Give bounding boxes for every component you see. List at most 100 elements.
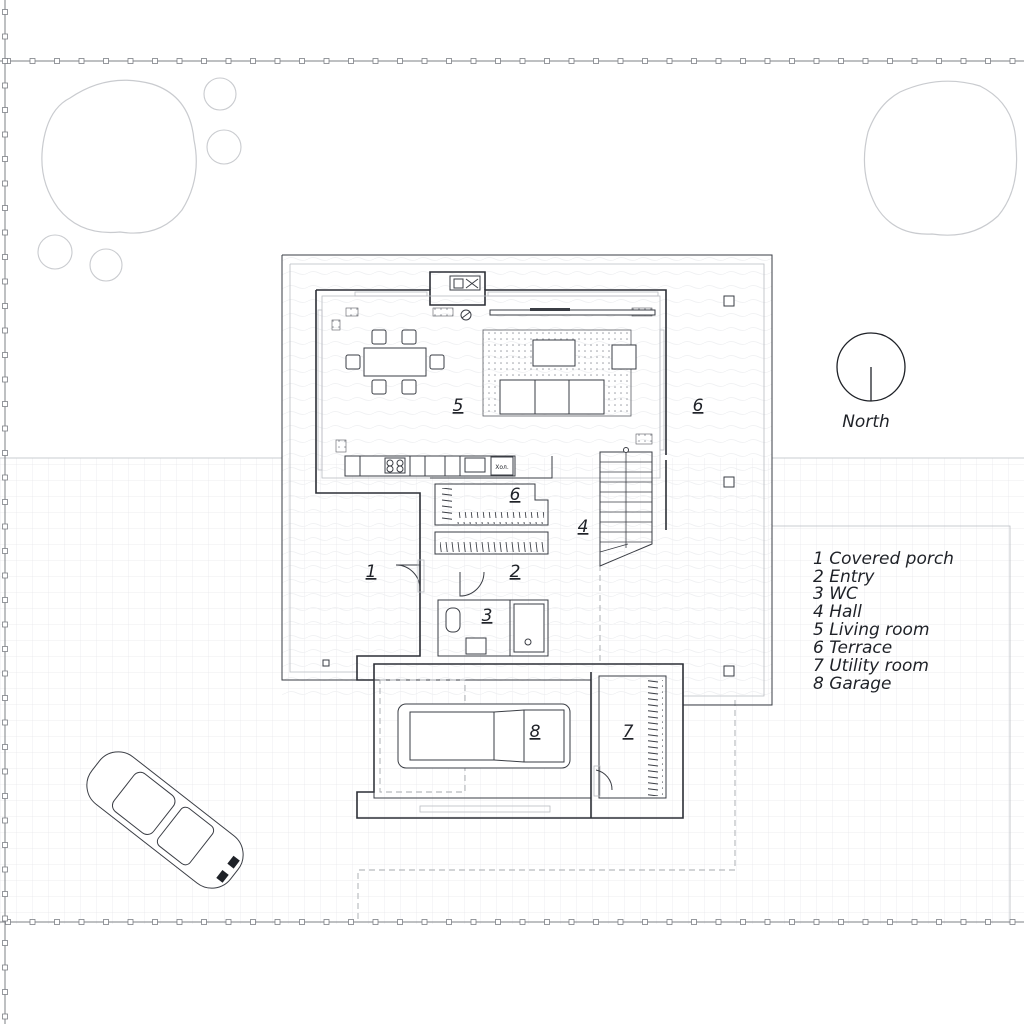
fence-post: [323, 58, 330, 64]
terrace-outline: [281, 254, 773, 706]
fence-post: [862, 58, 869, 64]
fence-post: [2, 450, 8, 456]
fence-post: [862, 919, 869, 925]
dining-table: [345, 329, 445, 395]
fence-post: [2, 303, 8, 309]
fence-top: [0, 58, 1024, 64]
fence-post: [838, 919, 844, 925]
fence-post: [715, 58, 722, 64]
north-label: North: [842, 412, 890, 432]
fence-post: [887, 919, 893, 925]
fence-post: [666, 58, 673, 64]
fence-post: [2, 82, 8, 89]
fence-post: [2, 425, 8, 432]
fence-post: [960, 58, 967, 64]
fence-post: [274, 919, 281, 925]
fence-post: [2, 352, 8, 358]
tree-small: [37, 77, 242, 282]
fence-post: [789, 58, 795, 64]
fence-post: [2, 523, 8, 530]
fence-post: [2, 768, 8, 775]
room-number-5: 5: [453, 396, 464, 416]
room-number-1: 1: [366, 562, 377, 582]
fence-post: [152, 58, 158, 64]
fence-post: [127, 58, 134, 64]
fence-post: [397, 919, 403, 925]
fence-post: [2, 156, 8, 162]
fence-post: [2, 964, 8, 971]
fireplace: [449, 275, 481, 321]
legend-item: 7 Utility room: [813, 656, 929, 676]
fence-post: [2, 793, 8, 799]
fence-post: [225, 919, 232, 925]
fence-post: [2, 646, 8, 652]
fence-post: [936, 58, 942, 64]
fence-post: [789, 919, 795, 925]
staircase: [599, 447, 653, 567]
legend-item: 4 Hall: [813, 602, 862, 622]
fence-post: [642, 58, 648, 64]
legend-item: 5 Living room: [813, 620, 930, 640]
fence-post: [348, 919, 354, 925]
fence-post: [2, 229, 8, 236]
legend-item: 1 Covered porch: [813, 549, 954, 569]
fence-post: [960, 919, 967, 925]
fence-post: [2, 401, 8, 407]
legend-item: 6 Terrace: [813, 638, 892, 658]
fence-post: [2, 670, 8, 677]
fence-post: [250, 58, 256, 64]
fence-post: [2, 597, 8, 603]
fence-post: [225, 58, 232, 64]
fence-post: [397, 58, 403, 64]
fence-post: [887, 58, 893, 64]
fence-post: [2, 499, 8, 505]
fence-post: [568, 58, 575, 64]
fence-post: [274, 58, 281, 64]
fence-post: [2, 376, 8, 383]
fence-post: [985, 919, 991, 925]
fence-post: [642, 919, 648, 925]
fence-post: [617, 58, 624, 64]
fence-post: [421, 919, 428, 925]
fence-post: [764, 919, 771, 925]
legend-item: 8 Garage: [813, 674, 891, 694]
tree-large-left: [41, 79, 197, 234]
fence-post: [2, 1013, 8, 1020]
fence-post: [495, 919, 501, 925]
fence-post: [936, 919, 942, 925]
fence-post: [2, 205, 8, 211]
wc-room: [437, 599, 549, 657]
fence-post: [2, 842, 8, 848]
fence-post: [446, 919, 452, 925]
room-number-2: 2: [510, 562, 521, 582]
living-furniture: [482, 308, 656, 417]
fence-post: [813, 919, 820, 925]
fence-post: [372, 58, 379, 64]
fence-post: [1009, 58, 1016, 64]
fence-post: [838, 58, 844, 64]
fence-post: [2, 744, 8, 750]
fence-post: [176, 58, 183, 64]
fence-post: [176, 919, 183, 925]
fence-post: [519, 58, 526, 64]
fence-post: [2, 817, 8, 824]
fence-post: [544, 919, 550, 925]
windows: [317, 291, 665, 471]
fence-post: [323, 919, 330, 925]
terrace-pillars: [322, 295, 735, 677]
fence-post: [911, 919, 918, 925]
fence-post: [29, 919, 36, 925]
fence-post: [593, 58, 599, 64]
fence-post: [691, 58, 697, 64]
room-number-3: 3: [482, 606, 493, 626]
room-number-6-closet: 6: [510, 485, 521, 505]
fence-post: [519, 919, 526, 925]
wardrobe: [434, 483, 549, 555]
fence-post: [764, 58, 771, 64]
fence-post: [495, 58, 501, 64]
fence-post: [2, 474, 8, 481]
fence-post: [201, 919, 207, 925]
room-number-4: 4: [578, 517, 589, 537]
fence-post: [740, 919, 746, 925]
